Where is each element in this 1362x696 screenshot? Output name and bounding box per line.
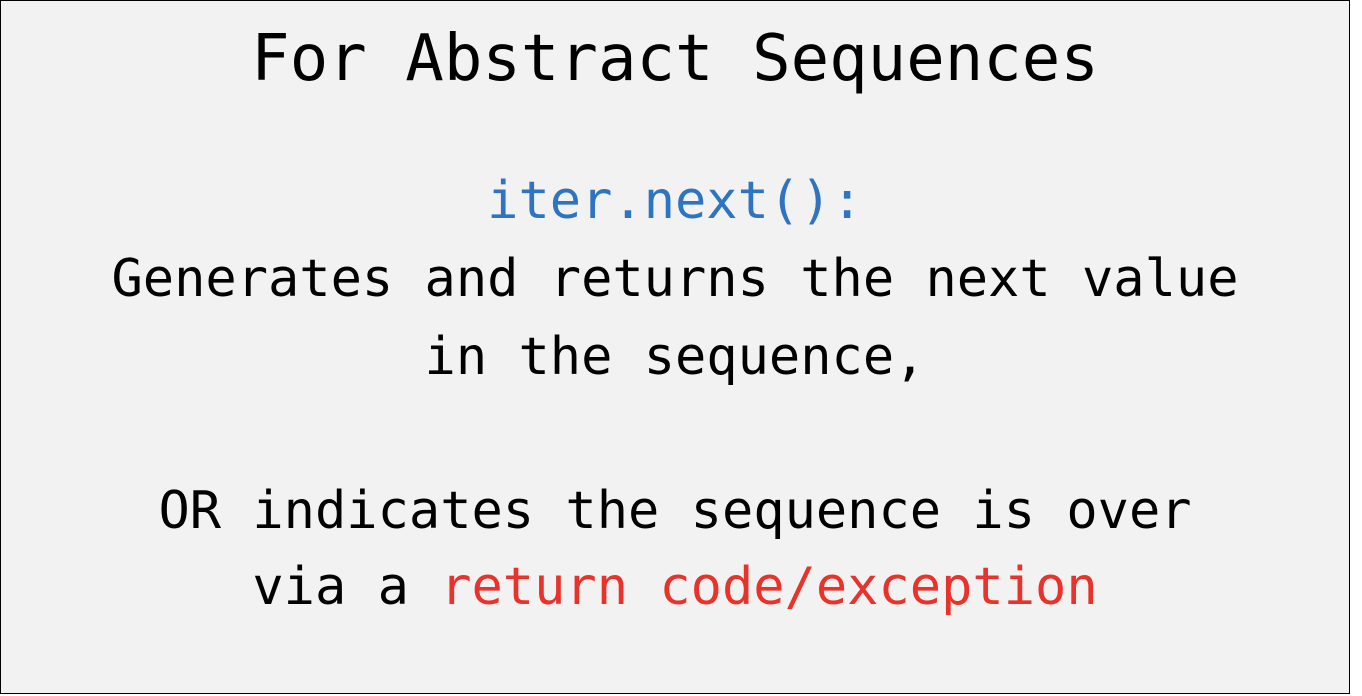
description-line-1: Generates and returns the next value: [111, 249, 1239, 309]
description-line-2: in the sequence,: [424, 327, 926, 387]
description-line-3: OR indicates the sequence is over: [158, 481, 1192, 541]
line-4-prefix: via a: [252, 557, 441, 617]
return-code-highlight: return code/exception: [440, 557, 1098, 617]
slide-title: For Abstract Sequences: [251, 22, 1099, 96]
description-line-4: via a return code/exception: [1, 561, 1349, 613]
method-signature: iter.next():: [487, 171, 863, 231]
